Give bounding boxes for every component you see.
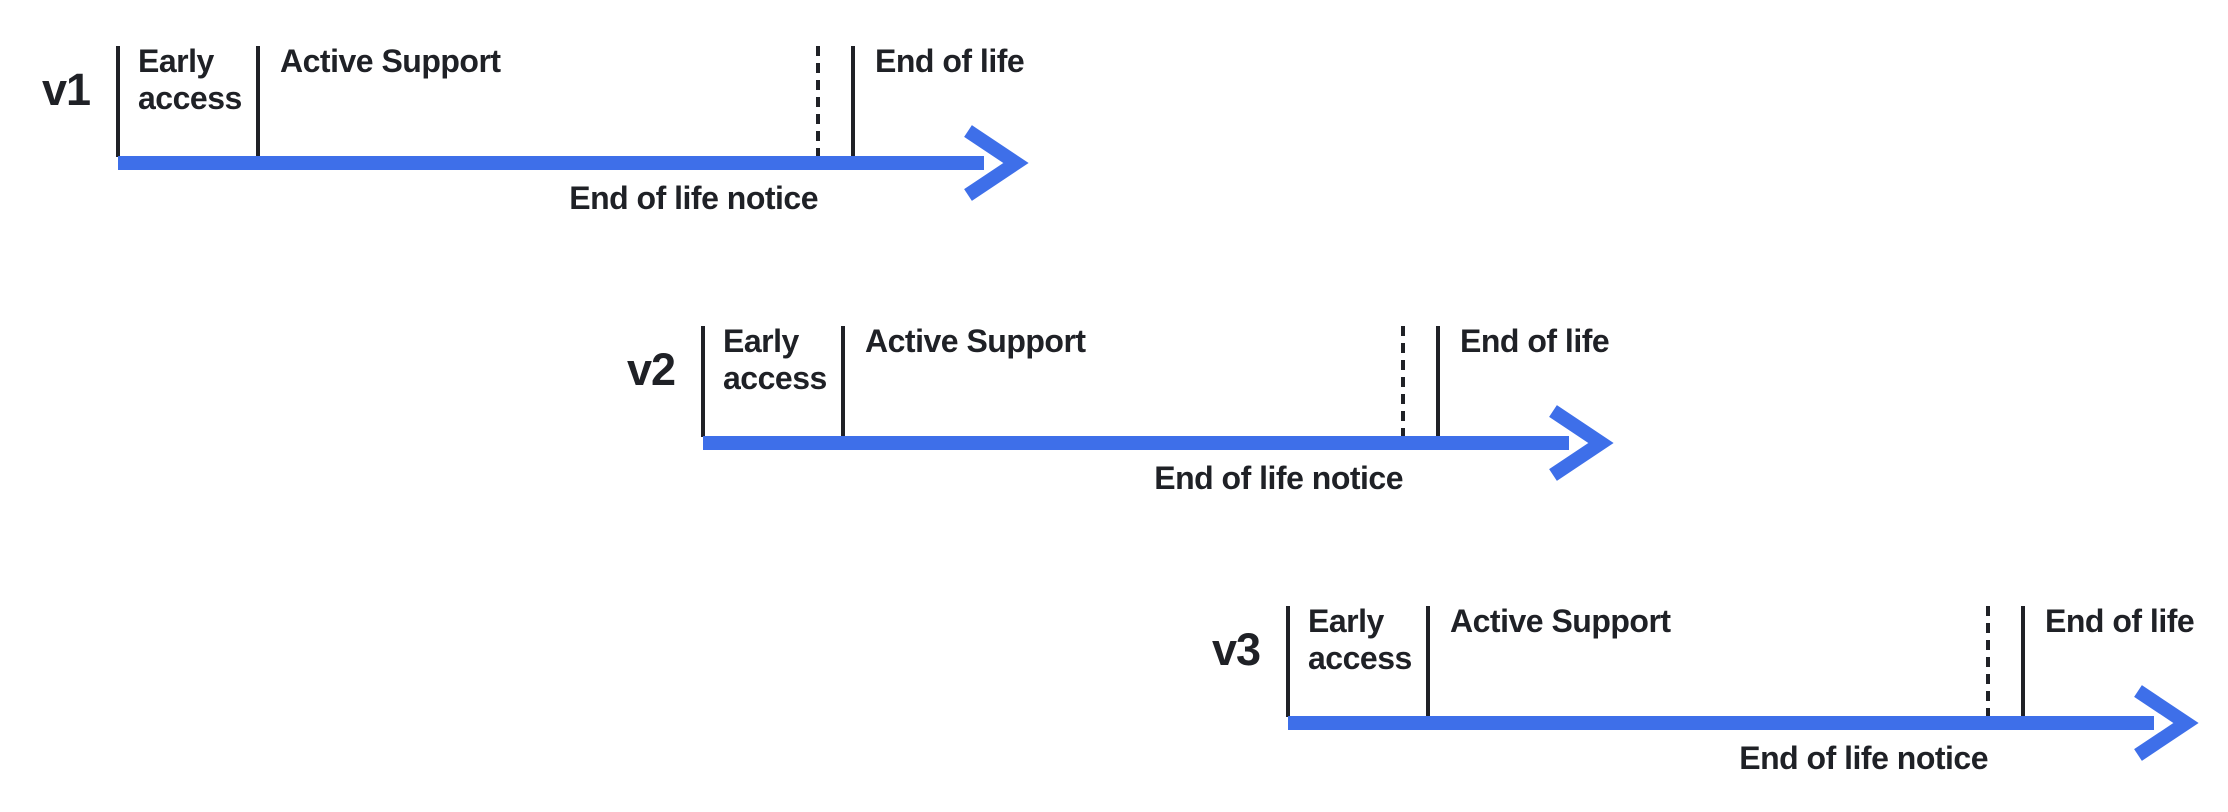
end-of-life-notice-label: End of life notice	[1739, 740, 1988, 776]
arrow-head-icon	[2134, 685, 2199, 761]
arrow-head-icon	[1549, 405, 1614, 481]
early-access-label: Early access	[1308, 603, 1412, 676]
timeline-v2: v2 Early access Active Support End of li…	[603, 323, 1623, 508]
end-of-life-tick	[1436, 326, 1440, 437]
active-support-label: Active Support	[865, 323, 1086, 359]
arrow-head-icon	[964, 125, 1029, 201]
active-support-start-tick	[256, 46, 260, 157]
end-of-life-notice-label: End of life notice	[569, 180, 818, 216]
end-of-life-tick	[851, 46, 855, 157]
timeline-v3: v3 Early access Active Support End of li…	[1188, 603, 2208, 788]
timeline-v1: v1 Early access Active Support End of li…	[18, 43, 1038, 228]
active-support-label: Active Support	[280, 43, 501, 79]
active-support-start-tick	[1426, 606, 1430, 717]
early-access-start-tick	[701, 326, 705, 437]
active-support-label: Active Support	[1450, 603, 1671, 639]
end-of-life-label: End of life	[1460, 323, 1610, 359]
end-of-life-label: End of life	[2045, 603, 2195, 639]
version-label: v2	[626, 344, 676, 395]
end-of-life-label: End of life	[875, 43, 1025, 79]
end-of-life-notice-label: End of life notice	[1154, 460, 1403, 496]
version-label: v1	[41, 64, 91, 115]
timeline-arrow	[118, 125, 1029, 201]
early-access-label: Early access	[138, 43, 242, 116]
version-label: v3	[1211, 624, 1261, 675]
end-of-life-tick	[2021, 606, 2025, 717]
end-of-life-notice-dashed-line	[1986, 606, 1990, 717]
early-access-label: Early access	[723, 323, 827, 396]
end-of-life-notice-dashed-line	[1401, 326, 1405, 437]
timeline-arrow	[703, 405, 1614, 481]
timeline-arrow	[1288, 685, 2199, 761]
early-access-start-tick	[1286, 606, 1290, 717]
early-access-start-tick	[116, 46, 120, 157]
end-of-life-notice-dashed-line	[816, 46, 820, 157]
active-support-start-tick	[841, 326, 845, 437]
